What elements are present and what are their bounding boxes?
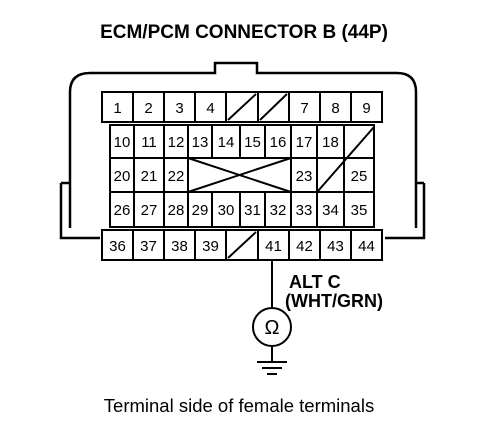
unused-cavity-marks xyxy=(187,93,375,259)
ground-icon xyxy=(257,361,287,375)
pin-18: 18 xyxy=(322,134,339,151)
pin-1: 1 xyxy=(113,100,121,117)
pin-25: 25 xyxy=(351,168,368,185)
empty-pin-5-slash xyxy=(227,93,257,121)
pin-27: 27 xyxy=(141,202,158,219)
diagram-title: ECM/PCM CONNECTOR B (44P) xyxy=(100,22,388,43)
pin-44: 44 xyxy=(358,238,375,255)
pin-12: 12 xyxy=(168,134,185,151)
pin-13: 13 xyxy=(192,134,209,151)
pin-11: 11 xyxy=(141,134,157,151)
pin-3: 3 xyxy=(175,100,183,117)
ohm-symbol: Ω xyxy=(265,317,280,339)
empty-pin-40-slash xyxy=(227,231,257,259)
pin-32: 32 xyxy=(270,202,287,219)
wire-signal-label: ALT C xyxy=(289,272,341,292)
pin-10: 10 xyxy=(114,134,131,151)
pin-29: 29 xyxy=(192,202,209,219)
pin-labels: 1 2 3 4 7 8 9 10 11 12 13 14 15 16 17 18… xyxy=(109,100,375,255)
pin-38: 38 xyxy=(171,238,188,255)
pin-33: 33 xyxy=(296,202,313,219)
pin-7: 7 xyxy=(300,100,308,117)
pin-2: 2 xyxy=(144,100,152,117)
pin-43: 43 xyxy=(327,238,344,255)
empty-block-cross-b xyxy=(187,157,292,193)
diagram-caption: Terminal side of female terminals xyxy=(104,395,374,416)
pin-39: 39 xyxy=(202,238,219,255)
pin-14: 14 xyxy=(218,134,235,151)
wire-color-label: (WHT/GRN) xyxy=(285,291,383,311)
pin-37: 37 xyxy=(140,238,157,255)
pin-21: 21 xyxy=(141,168,158,185)
pin-41: 41 xyxy=(265,238,282,255)
pin-4: 4 xyxy=(206,100,214,117)
pin-30: 30 xyxy=(218,202,235,219)
pin-35: 35 xyxy=(351,202,368,219)
pin-42: 42 xyxy=(296,238,313,255)
pin-8: 8 xyxy=(331,100,339,117)
pin-20: 20 xyxy=(114,168,131,185)
pin-15: 15 xyxy=(244,134,261,151)
pin-26: 26 xyxy=(114,202,131,219)
connector-housing xyxy=(59,61,426,240)
pin-9: 9 xyxy=(362,100,370,117)
pin-36: 36 xyxy=(109,238,126,255)
pin-31: 31 xyxy=(244,202,261,219)
ohmmeter-icon: Ω xyxy=(252,307,292,347)
empty-pin-19-24-slash xyxy=(317,126,375,192)
pin-17: 17 xyxy=(296,134,313,151)
empty-pin-6-slash xyxy=(259,93,288,121)
pin-34: 34 xyxy=(322,202,339,219)
pin-28: 28 xyxy=(168,202,185,219)
pin-grid xyxy=(101,91,383,261)
pin-23: 23 xyxy=(296,168,313,185)
pin-16: 16 xyxy=(270,134,287,151)
pin-22: 22 xyxy=(168,168,185,185)
